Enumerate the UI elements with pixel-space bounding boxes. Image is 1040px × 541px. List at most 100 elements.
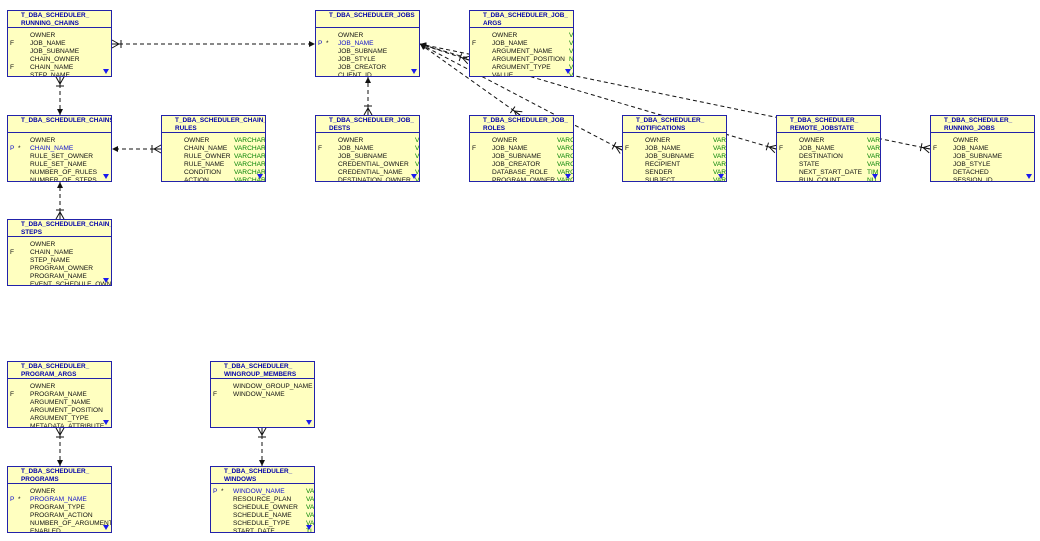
column-row[interactable]: JOB_SUBNAME: [931, 153, 1034, 161]
scroll-down-icon[interactable]: [257, 174, 263, 179]
column-row[interactable]: RULE_SET_OWNER: [8, 153, 111, 161]
column-row[interactable]: OWNER: [931, 137, 1034, 145]
scroll-down-icon[interactable]: [103, 278, 109, 283]
column-row[interactable]: PROGRAM_ACTION: [8, 512, 111, 520]
column-row[interactable]: OWNER: [8, 488, 111, 496]
column-row[interactable]: STEP_NAME: [8, 257, 111, 265]
column-row[interactable]: ARGUMENT_TYPE: [8, 415, 111, 423]
scroll-down-icon[interactable]: [872, 174, 878, 179]
column-row[interactable]: SESSION_ID: [931, 177, 1034, 181]
column-row[interactable]: OWNER: [8, 241, 111, 249]
column-row[interactable]: PROGRAM_NAME: [8, 273, 111, 281]
column-row[interactable]: NUMBER_OF_ARGUMENTS: [8, 520, 111, 528]
column-row[interactable]: NUMBER_OF_RULES: [8, 169, 111, 177]
scroll-down-icon[interactable]: [411, 69, 417, 74]
column-row[interactable]: OWNER: [316, 32, 419, 40]
scroll-down-icon[interactable]: [1026, 174, 1032, 179]
column-row[interactable]: OWNER: [8, 32, 111, 40]
column-row[interactable]: METADATA_ATTRIBUTE: [8, 423, 111, 427]
column-row[interactable]: PROGRAM_TYPE: [8, 504, 111, 512]
scroll-down-icon[interactable]: [565, 69, 571, 74]
column-row[interactable]: OWNER: [8, 383, 111, 391]
column-row[interactable]: JOB_SUBNAME: [316, 48, 419, 56]
column-row[interactable]: JOB_CREATOR: [316, 64, 419, 72]
column-row[interactable]: PROGRAM_OWNER: [8, 265, 111, 273]
scroll-down-icon[interactable]: [306, 420, 312, 425]
column-row[interactable]: WINDOW_GROUP_NAME: [211, 383, 314, 391]
column-row[interactable]: EVENT_SCHEDULE_OWNER: [8, 281, 111, 285]
column-row[interactable]: OWNER: [8, 137, 111, 145]
column-row[interactable]: NUMBER_OF_STEPS: [8, 177, 111, 181]
column-row[interactable]: CLIENT_ID: [316, 72, 419, 76]
column-row[interactable]: ARGUMENT_POSITION: [8, 407, 111, 415]
column-row[interactable]: RULE_SET_NAME: [8, 161, 111, 169]
scroll-down-icon[interactable]: [718, 174, 724, 179]
column-row[interactable]: CHAIN_OWNER: [8, 56, 111, 64]
column-row[interactable]: P*CHAIN_NAME: [8, 145, 111, 153]
column-row[interactable]: DETACHED: [931, 169, 1034, 177]
scroll-down-icon[interactable]: [411, 174, 417, 179]
column-row[interactable]: P*JOB_NAME: [316, 40, 419, 48]
column-row[interactable]: ENABLED: [8, 528, 111, 532]
scroll-down-icon[interactable]: [103, 69, 109, 74]
column-row[interactable]: JOB_STYLE: [931, 161, 1034, 169]
scroll-down-icon[interactable]: [565, 174, 571, 179]
scroll-down-icon[interactable]: [103, 174, 109, 179]
column-row[interactable]: STEP_NAME: [8, 72, 111, 76]
column-row[interactable]: JOB_STYLE: [316, 56, 419, 64]
